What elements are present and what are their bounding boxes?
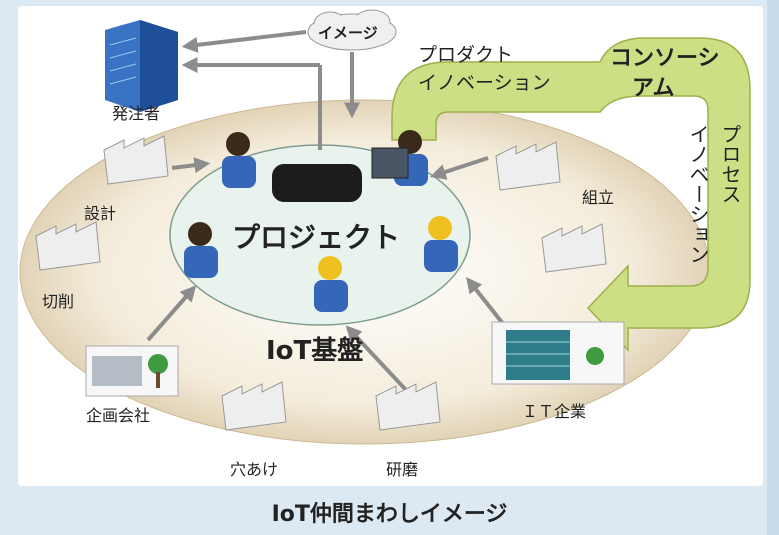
person-icon-1 <box>222 132 256 188</box>
factory-icon-cutting <box>35 221 101 271</box>
monitor-device-icon <box>371 147 409 179</box>
diagram-caption: IoT仲間まわしイメージ <box>271 502 508 527</box>
project-label: プロジェクト <box>232 221 401 254</box>
drilling-label: 穴あけ <box>230 460 279 479</box>
it-company-icon <box>491 321 625 385</box>
factory-icon-assembly <box>495 141 561 191</box>
person-icon-4 <box>424 216 458 272</box>
design-label: 設計 <box>84 204 117 223</box>
it-company-label: ＩＴ企業 <box>522 402 587 421</box>
consortium-label-2: アム <box>632 76 675 101</box>
assembly-label: 組立 <box>582 188 615 207</box>
arrow-cloud-to-orderer <box>181 30 307 53</box>
factory-icon-right <box>541 223 607 273</box>
person-icon-3 <box>314 256 348 312</box>
product-innovation-label-2: イノベーション <box>418 72 551 94</box>
process-innovation-label-2: イノベーション <box>686 124 710 264</box>
factory-icon-polishing <box>375 381 441 431</box>
planning-company-label: 企画会社 <box>86 406 151 425</box>
cloud-label: イメージ <box>318 24 378 42</box>
flow-arrows <box>146 30 510 392</box>
arrow-planning <box>146 285 197 342</box>
arrow-assembly <box>429 156 489 180</box>
factory-icon-drilling <box>221 381 287 431</box>
orderer-building-icon <box>105 20 178 112</box>
cloud-shape <box>307 9 397 51</box>
product-innovation-label-1: プロダクト <box>418 44 514 66</box>
person-icon-2 <box>184 222 218 278</box>
tablet-device-icon <box>272 164 362 202</box>
consortium-label-1: コンソーシ <box>610 46 720 71</box>
polishing-label: 研磨 <box>386 460 419 479</box>
factory-icon-design <box>103 135 169 185</box>
cutting-label: 切削 <box>42 292 75 311</box>
arrow-design <box>171 157 211 174</box>
orderer-label: 発注者 <box>112 104 161 123</box>
planning-company-icon <box>85 345 179 397</box>
iot-base-label: IoT基盤 <box>266 336 364 366</box>
arrow-polishing <box>345 325 408 392</box>
process-innovation-label-1: プロセス <box>718 124 742 204</box>
right-border <box>767 0 779 535</box>
innovation-arrow <box>391 37 751 352</box>
